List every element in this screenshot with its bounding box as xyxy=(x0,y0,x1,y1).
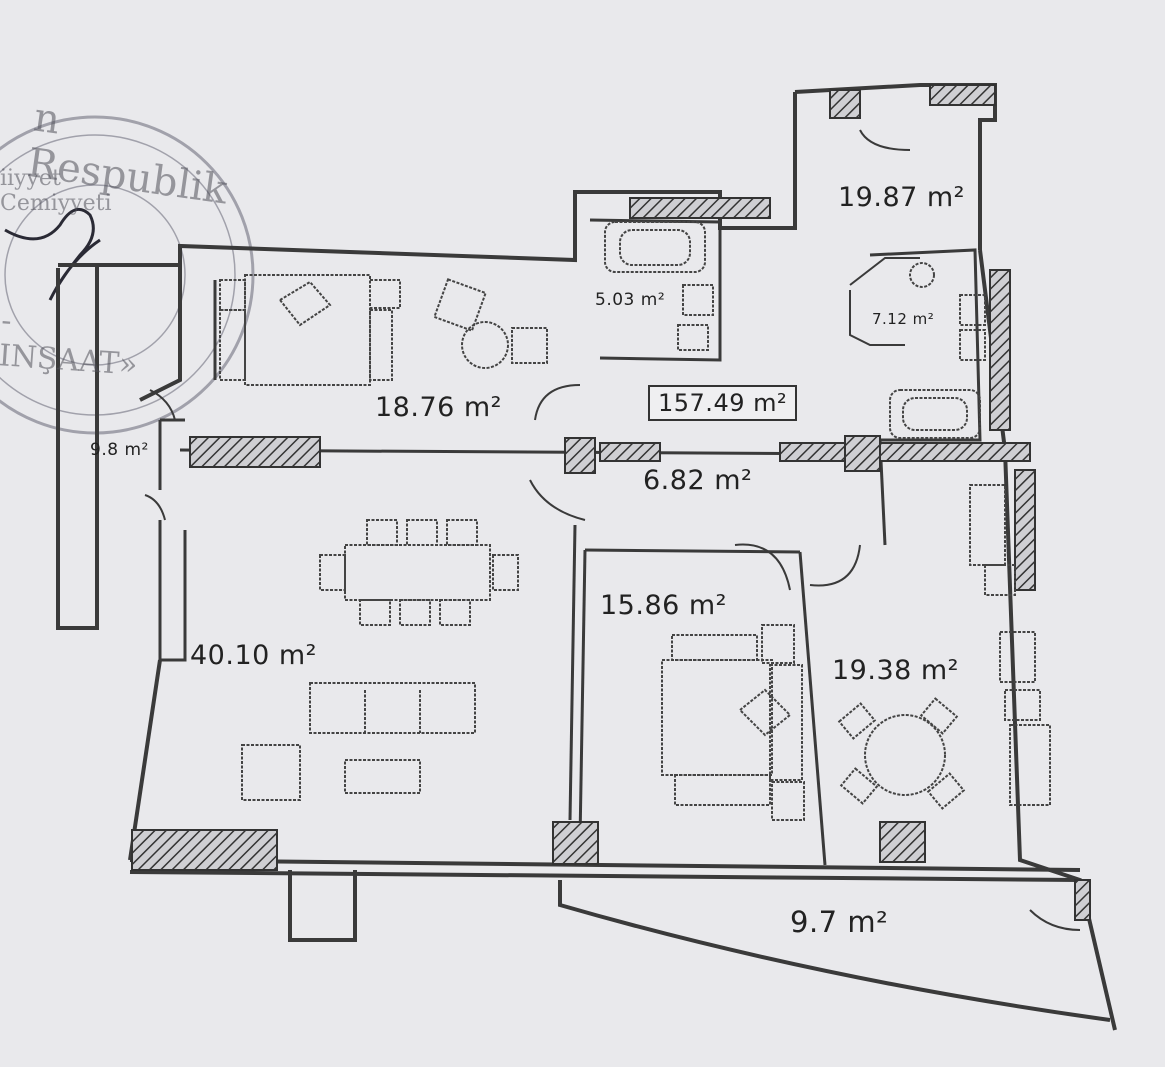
room-area-closet: 9.8 m² xyxy=(90,440,149,460)
signature xyxy=(4,207,101,301)
room-area-living: 40.10 m² xyxy=(190,640,318,671)
furniture xyxy=(219,221,1051,821)
door-swings xyxy=(144,129,1081,931)
room-area-bath-2: 7.12 m² xyxy=(872,310,935,328)
room-area-hall: 6.82 m² xyxy=(643,465,753,496)
room-area-kitchen: 19.38 m² xyxy=(832,655,960,686)
room-area-bath-1: 5.03 m² xyxy=(595,290,666,310)
stamp-text-mid: iiyyet Cemiyyeti xyxy=(0,166,112,216)
total-area-box: 157.49 m² xyxy=(648,385,798,421)
exterior-walls xyxy=(56,83,1117,1031)
room-area-bedroom-1: 18.76 m² xyxy=(375,392,503,423)
room-area-entrance: 19.87 m² xyxy=(838,182,966,213)
structural-columns xyxy=(131,84,1091,921)
room-area-bedroom-2: 15.86 m² xyxy=(600,590,728,621)
room-area-balcony: 9.7 m² xyxy=(790,905,889,939)
stamp-text-bottom: -INŞAAT» xyxy=(0,303,139,383)
